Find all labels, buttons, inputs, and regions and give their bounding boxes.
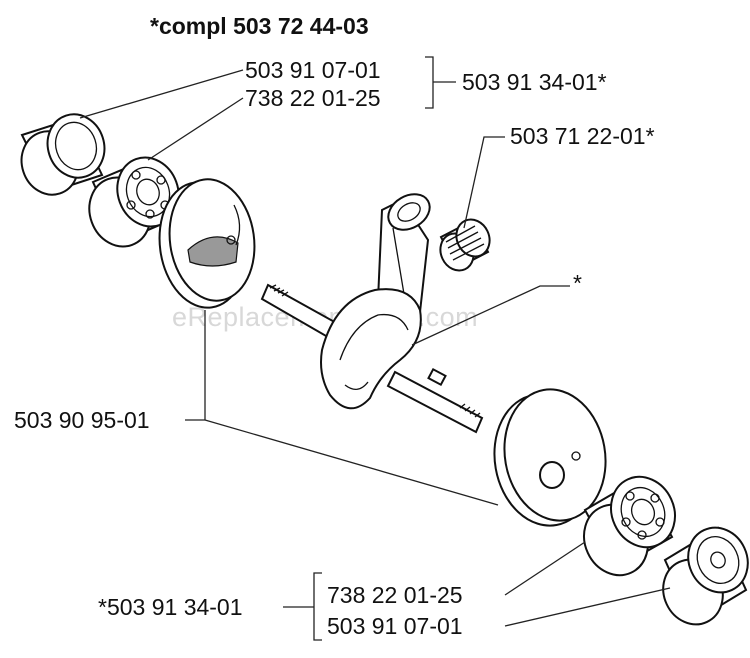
label-bearing-kit-top: 503 91 34-01* (462, 69, 607, 95)
bracket-kit-bottom (283, 572, 322, 641)
ball-bearing-bottom[interactable] (573, 466, 687, 585)
bearing-ring-top[interactable] (13, 107, 112, 202)
bearing-ring-bottom[interactable] (653, 518, 750, 634)
leader-flywheel-right (204, 419, 499, 506)
leader-crankshaft (411, 285, 570, 346)
leader-needle-bearing (463, 136, 505, 229)
ball-bearing-top[interactable] (80, 149, 188, 255)
leader-bearing-ring-top (79, 69, 244, 119)
label-ball-bearing-top: 738 22 01-25 (245, 85, 381, 111)
label-bearing-kit-bottom: *503 91 34-01 (98, 594, 243, 620)
bracket-kit-top (425, 56, 456, 109)
assembly-title: *compl 503 72 44-03 (150, 13, 369, 39)
leader-ball-bearing-bottom (504, 541, 586, 596)
crankshaft[interactable] (260, 187, 484, 434)
label-bearing-ring-top: 503 91 07-01 (245, 57, 381, 83)
label-crankshaft: * (573, 270, 582, 296)
leader-ball-bearing-top (147, 97, 244, 161)
leader-bearing-ring-bottom (504, 587, 671, 627)
label-ball-bearing-bottom: 738 22 01-25 (327, 582, 463, 608)
flywheel-disc-right[interactable] (484, 381, 615, 533)
needle-bearing[interactable] (434, 214, 495, 276)
label-needle-bearing: 503 71 22-01* (510, 123, 655, 149)
label-flywheel-disc: 503 90 95-01 (14, 407, 150, 433)
label-bearing-ring-bottom: 503 91 07-01 (327, 613, 463, 639)
flywheel-disc-left[interactable] (152, 174, 262, 314)
